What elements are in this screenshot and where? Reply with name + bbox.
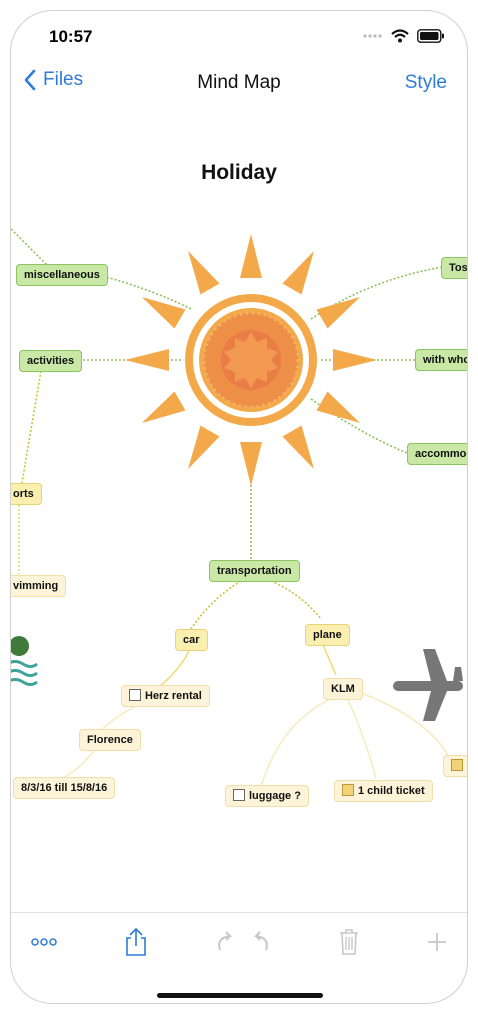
node-child-ticket[interactable]: 1 child ticket	[334, 780, 433, 802]
more-icon	[31, 938, 57, 946]
node-sports[interactable]: orts	[11, 483, 42, 505]
add-icon	[428, 933, 446, 951]
node-toscana[interactable]: Tosc	[441, 257, 467, 279]
node-florence[interactable]: Florence	[79, 729, 141, 751]
node-three[interactable]: 3	[443, 755, 467, 777]
trash-icon	[340, 929, 358, 955]
node-herz-rental[interactable]: Herz rental	[121, 685, 210, 707]
checkbox-icon[interactable]	[129, 689, 141, 701]
map-title: Holiday	[201, 161, 277, 184]
node-car[interactable]: car	[175, 629, 208, 651]
node-activities[interactable]: activities	[19, 350, 83, 372]
chevron-left-icon	[24, 69, 36, 91]
more-button[interactable]	[29, 927, 59, 957]
back-label: Files	[43, 69, 84, 90]
sun-icon	[125, 234, 377, 486]
node-miscellaneous[interactable]: miscellaneous	[16, 264, 108, 286]
node-herz-rental-label: Herz rental	[145, 690, 202, 702]
node-accommodation[interactable]: accommod	[407, 443, 467, 465]
redo-button[interactable]	[245, 927, 273, 957]
add-button[interactable]	[423, 927, 451, 957]
redo-icon	[253, 931, 268, 951]
node-transportation[interactable]: transportation	[209, 560, 300, 582]
airplane-icon	[393, 649, 463, 721]
node-child-ticket-label: 1 child ticket	[358, 785, 425, 797]
page-title: Mind Map	[197, 72, 281, 93]
connectors	[11, 228, 463, 788]
device-frame: 10:57 Files Mind Map	[10, 10, 468, 1004]
status-bar: 10:57	[11, 11, 467, 63]
wifi-icon	[391, 29, 409, 43]
delete-button[interactable]	[335, 927, 363, 957]
swimmer-icon	[11, 636, 38, 686]
navigation-bar: Files Mind Map Style	[11, 63, 467, 110]
mind-map-canvas[interactable]: Holiday	[11, 109, 467, 912]
style-button[interactable]: Style	[404, 72, 447, 93]
back-button[interactable]: Files	[23, 69, 83, 91]
node-plane[interactable]: plane	[305, 624, 350, 646]
checkbox-icon[interactable]	[233, 789, 245, 801]
home-indicator[interactable]	[157, 993, 323, 998]
checkbox-checked-icon[interactable]	[451, 759, 463, 771]
checkbox-checked-icon[interactable]	[342, 784, 354, 796]
battery-icon	[417, 29, 444, 43]
bottom-toolbar	[11, 912, 467, 1003]
node-luggage[interactable]: luggage ?	[225, 785, 309, 807]
node-swimming[interactable]: vimming	[11, 575, 67, 597]
node-luggage-label: luggage ?	[249, 790, 301, 802]
status-time: 10:57	[49, 27, 93, 46]
undo-icon	[218, 931, 233, 951]
cellular-icon	[363, 34, 382, 38]
node-with-whom[interactable]: with who	[415, 349, 467, 371]
share-button[interactable]	[121, 927, 151, 957]
share-icon	[126, 927, 146, 956]
node-dates[interactable]: 8/3/16 till 15/8/16	[13, 777, 116, 799]
undo-button[interactable]	[213, 927, 241, 957]
node-klm[interactable]: KLM	[323, 678, 363, 700]
